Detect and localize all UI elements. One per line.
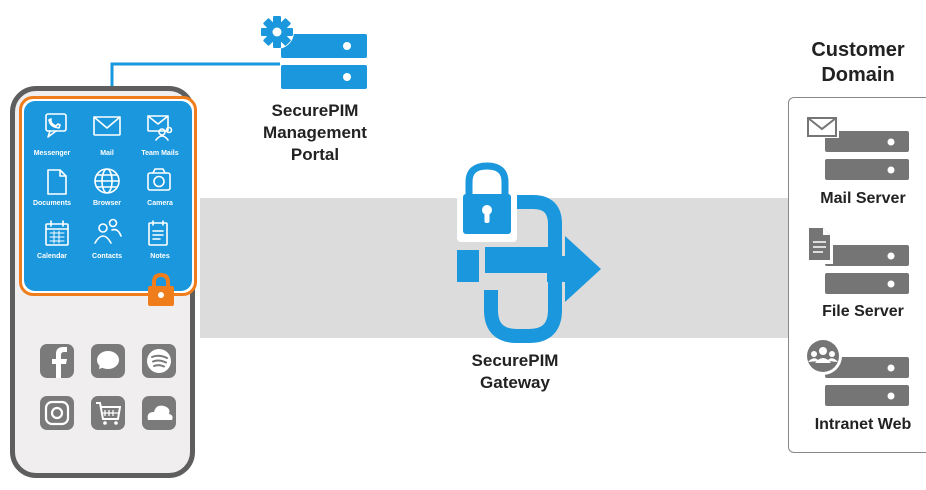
file-server-icon (805, 226, 909, 294)
mail-server-icon (805, 116, 909, 180)
intranet-web-label: Intranet Web (814, 416, 912, 433)
gateway-icon (457, 162, 601, 343)
app-label-team-mails[interactable]: Team Mails (141, 150, 179, 157)
management-server-icon (260, 15, 367, 89)
chat-icon (91, 344, 125, 378)
documents-icon (47, 169, 67, 195)
app-label-calendar[interactable]: Calendar (37, 253, 67, 260)
messenger-icon (45, 113, 67, 138)
secure-app-grid (45, 113, 173, 246)
secure-app-labels: Messenger Mail Team Mails Documents Brow… (26, 110, 188, 280)
notes-icon (148, 220, 168, 246)
document-icon (805, 226, 833, 264)
facebook-icon (40, 344, 74, 378)
gateway-line-2: Gateway (480, 373, 550, 392)
portal-line-2: Management (263, 123, 367, 142)
app-label-notes[interactable]: Notes (150, 253, 170, 260)
app-label-contacts[interactable]: Contacts (92, 253, 122, 260)
portal-connector-line (110, 62, 280, 96)
management-portal-label: SecurePIM Management Portal (250, 100, 380, 166)
camera-icon (147, 168, 171, 191)
contacts-icon (94, 218, 122, 244)
users-icon (804, 338, 842, 375)
personal-app-grid (40, 344, 176, 430)
app-label-messenger[interactable]: Messenger (33, 150, 71, 157)
envelope-icon (805, 116, 839, 138)
customer-line-1: Customer (811, 39, 905, 61)
app-label-browser[interactable]: Browser (92, 200, 121, 207)
secure-app-container (19, 96, 197, 296)
customer-line-2: Domain (821, 64, 895, 86)
gateway-line-1: SecurePIM (471, 351, 559, 370)
gateway-label: SecurePIM Gateway (460, 350, 570, 394)
container-lock-icon (148, 272, 174, 306)
intranet-server-icon (804, 338, 909, 406)
calendar-icon (45, 220, 69, 246)
cloud-icon (142, 396, 176, 430)
app-label-camera[interactable]: Camera (147, 200, 173, 207)
portal-line-3: Portal (290, 145, 340, 164)
mail-server-label: Mail Server (820, 190, 906, 207)
mail-icon (93, 116, 121, 136)
spotify-icon (142, 344, 176, 378)
app-label-mail[interactable]: Mail (100, 150, 114, 157)
app-label-documents[interactable]: Documents (32, 200, 72, 207)
team-mails-icon (147, 115, 173, 141)
customer-domain-title: Customer Domain (790, 38, 926, 88)
instagram-icon (40, 396, 74, 430)
shop-icon (91, 396, 125, 430)
portal-line-1: SecurePIM (271, 101, 359, 120)
browser-icon (94, 168, 120, 194)
file-server-label: File Server (822, 303, 904, 320)
